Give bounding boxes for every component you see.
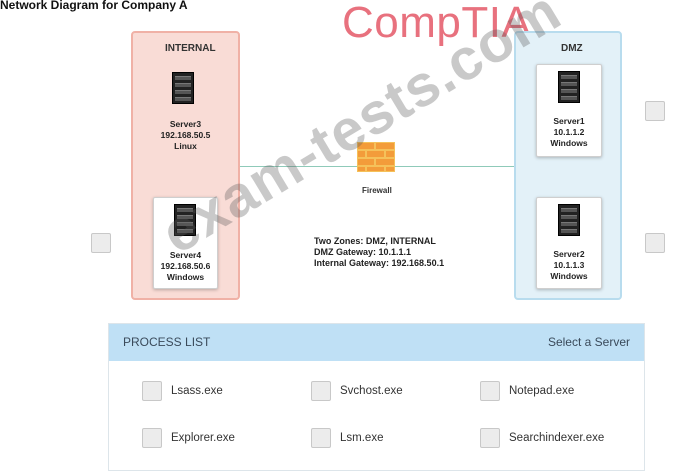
process-checkbox[interactable] bbox=[311, 381, 331, 401]
process-label: Svchost.exe bbox=[340, 385, 403, 397]
internal-gateway-line: Internal Gateway: 192.168.50.1 bbox=[314, 258, 445, 268]
process-list-header: PROCESS LIST Select a Server bbox=[109, 324, 644, 361]
process-checkbox[interactable] bbox=[480, 381, 500, 401]
server1-name: Server1 bbox=[553, 116, 585, 126]
dmz-gateway-line: DMZ Gateway: 10.1.1.1 bbox=[314, 247, 412, 257]
process-item[interactable]: Lsass.exe bbox=[142, 381, 223, 401]
page-title: Network Diagram for Company A bbox=[0, 0, 188, 12]
process-label: Searchindexer.exe bbox=[509, 432, 605, 444]
server2-card[interactable]: Server2 10.1.1.3 Windows bbox=[536, 197, 602, 289]
process-item[interactable]: Svchost.exe bbox=[311, 381, 403, 401]
server3-name: Server3 bbox=[169, 119, 202, 129]
brand-logo: CompTIA bbox=[342, 0, 532, 47]
server4-os: Windows bbox=[166, 272, 205, 282]
server1-card[interactable]: Server1 10.1.1.2 Windows bbox=[536, 64, 602, 157]
dmz-side-checkbox-top[interactable] bbox=[645, 101, 665, 121]
process-label: Lsass.exe bbox=[171, 385, 223, 397]
gateway-info: Two Zones: DMZ, INTERNAL DMZ Gateway: 10… bbox=[314, 236, 444, 269]
process-list-panel: PROCESS LIST Select a Server Lsass.exe S… bbox=[108, 323, 645, 471]
dmz-zone: DMZ Server1 10.1.1.2 Windows Server2 10.… bbox=[514, 31, 622, 300]
server1-os: Windows bbox=[550, 138, 588, 148]
process-list-title: PROCESS LIST bbox=[123, 335, 211, 349]
process-item[interactable]: Lsm.exe bbox=[311, 428, 383, 448]
server-icon bbox=[558, 204, 580, 236]
server-icon bbox=[172, 72, 194, 104]
server3-node[interactable]: Server3 192.168.50.5 Linux bbox=[133, 68, 238, 163]
server3-ip: 192.168.50.5 bbox=[160, 130, 211, 140]
server2-ip: 10.1.1.3 bbox=[553, 260, 585, 270]
server3-os: Linux bbox=[174, 141, 197, 151]
internal-zone-label: INTERNAL bbox=[165, 43, 216, 54]
firewall-label: Firewall bbox=[362, 186, 392, 195]
process-item[interactable]: Explorer.exe bbox=[142, 428, 235, 448]
server4-card[interactable]: Server4 192.168.50.6 Windows bbox=[153, 197, 218, 289]
firewall-dmz-link bbox=[394, 166, 514, 167]
internal-firewall-link bbox=[240, 166, 360, 167]
server1-ip: 10.1.1.2 bbox=[553, 127, 585, 137]
dmz-side-checkbox-bottom[interactable] bbox=[645, 233, 665, 253]
zones-info-line: Two Zones: DMZ, INTERNAL bbox=[314, 236, 436, 246]
server-icon bbox=[174, 204, 196, 236]
internal-side-checkbox[interactable] bbox=[91, 233, 111, 253]
select-server-hint: Select a Server bbox=[547, 335, 630, 349]
process-label: Lsm.exe bbox=[340, 432, 384, 444]
process-checkbox[interactable] bbox=[311, 428, 331, 448]
process-checkbox[interactable] bbox=[480, 428, 500, 448]
dmz-zone-label: DMZ bbox=[561, 43, 583, 54]
process-item[interactable]: Notepad.exe bbox=[480, 381, 574, 401]
server-icon bbox=[558, 71, 580, 103]
process-label: Explorer.exe bbox=[171, 432, 235, 444]
firewall-icon bbox=[357, 142, 395, 172]
server2-os: Windows bbox=[550, 271, 588, 281]
process-checkbox[interactable] bbox=[142, 381, 162, 401]
server2-name: Server2 bbox=[553, 249, 585, 259]
process-item[interactable]: Searchindexer.exe bbox=[480, 428, 604, 448]
server4-name: Server4 bbox=[169, 250, 202, 260]
process-label: Notepad.exe bbox=[509, 385, 575, 397]
process-checkbox[interactable] bbox=[142, 428, 162, 448]
server4-ip: 192.168.50.6 bbox=[160, 261, 211, 271]
internal-zone: INTERNAL Server3 192.168.50.5 Linux Serv… bbox=[131, 31, 240, 300]
